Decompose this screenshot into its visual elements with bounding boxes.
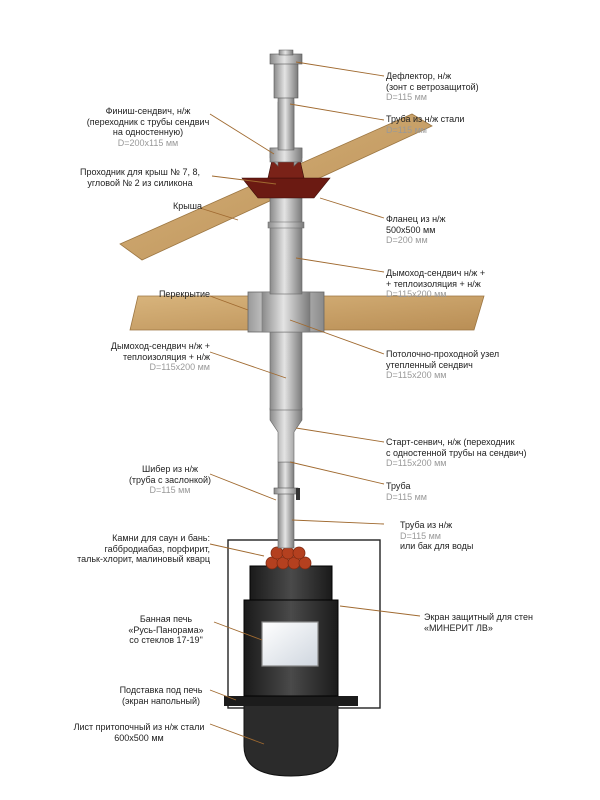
label-wall-screen-text: Экран защитный для стен <box>424 612 533 622</box>
label-chimney-lower-dim: D=115x200 мм <box>149 362 211 372</box>
label-finish-sandwich: Финиш-сендвич, н/ж (переходник с трубы с… <box>78 106 218 148</box>
label-start-sandwich-text: Старт-сенвич, н/ж (переходник <box>386 437 515 447</box>
label-stones-text: Камни для саун и бань: <box>112 533 210 543</box>
label-roof: Крыша <box>150 201 202 212</box>
deflector-top <box>278 49 294 56</box>
label-stand-text2: (экран напольный) <box>121 695 201 706</box>
label-damper-text: Шибер из н/ж <box>142 464 198 474</box>
stove-top <box>249 565 333 601</box>
label-chimney-lower-text: Дымоход-сендвич н/ж + <box>110 341 210 351</box>
label-start-sandwich-text2: с одностенной трубы на сендвич) <box>386 447 527 458</box>
ceiling-unit-core <box>261 291 311 333</box>
label-ceiling-unit: Потолочно-проходной узел утепленный сенд… <box>386 349 499 381</box>
leader-lines <box>199 61 421 745</box>
label-roof-text: Крыша <box>173 201 202 211</box>
label-deflector: Дефлектор, н/ж (зонт с ветрозащитой) D=1… <box>386 71 479 103</box>
label-stones-text3: тальк-хлорит, малиновый кварц <box>77 554 210 564</box>
fire-sheet <box>243 703 339 777</box>
label-pipe-tank-dim: D=115 мм <box>400 530 441 541</box>
damper-handle <box>296 488 300 500</box>
label-stove-text: Банная печь <box>139 614 193 624</box>
label-deflector-text2: (зонт с ветрозащитой) <box>386 81 479 92</box>
label-flange-dim: D=200 мм <box>386 235 428 245</box>
label-stove: Банная печь «Русь-Панорама» со стеклов 1… <box>116 614 216 646</box>
label-ceiling-unit-text2: утепленный сендвич <box>386 359 473 370</box>
label-pipe-tank-text: Труба из н/ж <box>400 520 453 530</box>
label-chimney-upper-text2: + теплоизоляция + н/ж <box>386 278 481 289</box>
label-stones: Камни для саун и бань: габбродиабаз, пор… <box>60 533 210 565</box>
label-finish-sandwich-text2: (переходник с трубы сендвич <box>86 116 210 127</box>
label-ceiling-text: Перекрытие <box>158 289 210 299</box>
label-chimney-upper-dim: D=115x200 мм <box>386 289 447 299</box>
label-chimney-upper: Дымоход-сендвич н/ж + + теплоизоляция + … <box>386 268 485 300</box>
label-finish-sandwich-dim: D=200x115 мм <box>117 137 179 148</box>
label-pipe-mid: Труба D=115 мм <box>386 481 427 502</box>
label-chimney-lower-text2: теплоизоляция + н/ж <box>122 351 210 362</box>
label-fire-sheet-text: Лист притопочный из н/ж стали <box>73 722 205 732</box>
label-start-sandwich: Старт-сенвич, н/ж (переходник с одностен… <box>386 437 526 469</box>
label-start-sandwich-dim: D=115x200 мм <box>386 458 447 468</box>
sauna-stones <box>265 546 312 570</box>
label-pipe-top-dim: D=115 мм <box>386 124 427 135</box>
label-flange-text2: 500x500 мм <box>386 224 436 235</box>
label-roof-pass-text: Проходник для крыш № 7, 8, <box>80 167 200 177</box>
label-stones-text2: габбродиабаз, порфирит, <box>104 543 210 554</box>
label-roof-pass-text2: угловой № 2 из силикона <box>87 177 193 188</box>
label-stand-text: Подставка под печь <box>119 685 203 695</box>
label-pipe-tank-text2: или бак для воды <box>400 541 474 551</box>
label-stand: Подставка под печь (экран напольный) <box>110 685 212 706</box>
label-finish-sandwich-text: Финиш-сендвич, н/ж <box>105 106 191 116</box>
start-sandwich <box>269 407 303 463</box>
label-deflector-text: Дефлектор, н/ж <box>386 71 452 81</box>
stove-body <box>243 599 339 697</box>
label-chimney-lower: Дымоход-сендвич н/ж + теплоизоляция + н/… <box>82 341 210 373</box>
stove-stand <box>224 696 358 706</box>
chimney-joint <box>267 221 305 229</box>
label-flange: Фланец из н/ж 500x500 мм D=200 мм <box>386 214 446 246</box>
roof-pass-cone <box>241 177 331 199</box>
label-stove-text2: «Русь-Панорама» <box>128 624 204 635</box>
label-ceiling: Перекрытие <box>140 289 210 300</box>
label-deflector-dim: D=115 мм <box>386 92 427 102</box>
label-fire-sheet: Лист притопочный из н/ж стали 600x500 мм <box>66 722 212 743</box>
label-roof-pass: Проходник для крыш № 7, 8, угловой № 2 и… <box>66 167 214 188</box>
label-ceiling-unit-text: Потолочно-проходной узел <box>386 349 500 359</box>
label-fire-sheet-text2: 600x500 мм <box>114 732 164 743</box>
label-pipe-top: Труба из н/ж стали D=115 мм <box>386 114 464 135</box>
chimney-lower <box>269 329 303 411</box>
label-flange-text: Фланец из н/ж <box>386 214 446 224</box>
chimney-upper <box>269 189 303 295</box>
damper <box>273 487 299 495</box>
label-wall-screen-text2: «МИНЕРИТ ЛВ» <box>424 622 493 633</box>
label-ceiling-unit-dim: D=115x200 мм <box>386 370 447 380</box>
label-pipe-mid-text: Труба <box>386 481 411 491</box>
deflector-body <box>273 61 299 99</box>
label-pipe-mid-dim: D=115 мм <box>386 491 427 502</box>
label-pipe-top-text: Труба из н/ж стали <box>386 114 465 124</box>
label-finish-sandwich-text3: на одностенную) <box>112 127 184 137</box>
stove-glass <box>261 621 319 667</box>
label-damper-text2: (труба с заслонкой) <box>128 474 212 485</box>
label-pipe-tank: Труба из н/ж D=115 мм или бак для воды <box>400 520 473 552</box>
label-wall-screen: Экран защитный для стен «МИНЕРИТ ЛВ» <box>424 612 533 633</box>
label-stove-text3: со стеклов 17-19" <box>129 635 203 645</box>
label-damper: Шибер из н/ж (труба с заслонкой) D=115 м… <box>120 464 220 496</box>
label-damper-dim: D=115 мм <box>149 485 191 495</box>
roof-pass-top <box>267 159 305 179</box>
pipe-stove <box>277 461 295 549</box>
label-chimney-upper-text: Дымоход-сендвич н/ж + <box>386 268 486 278</box>
